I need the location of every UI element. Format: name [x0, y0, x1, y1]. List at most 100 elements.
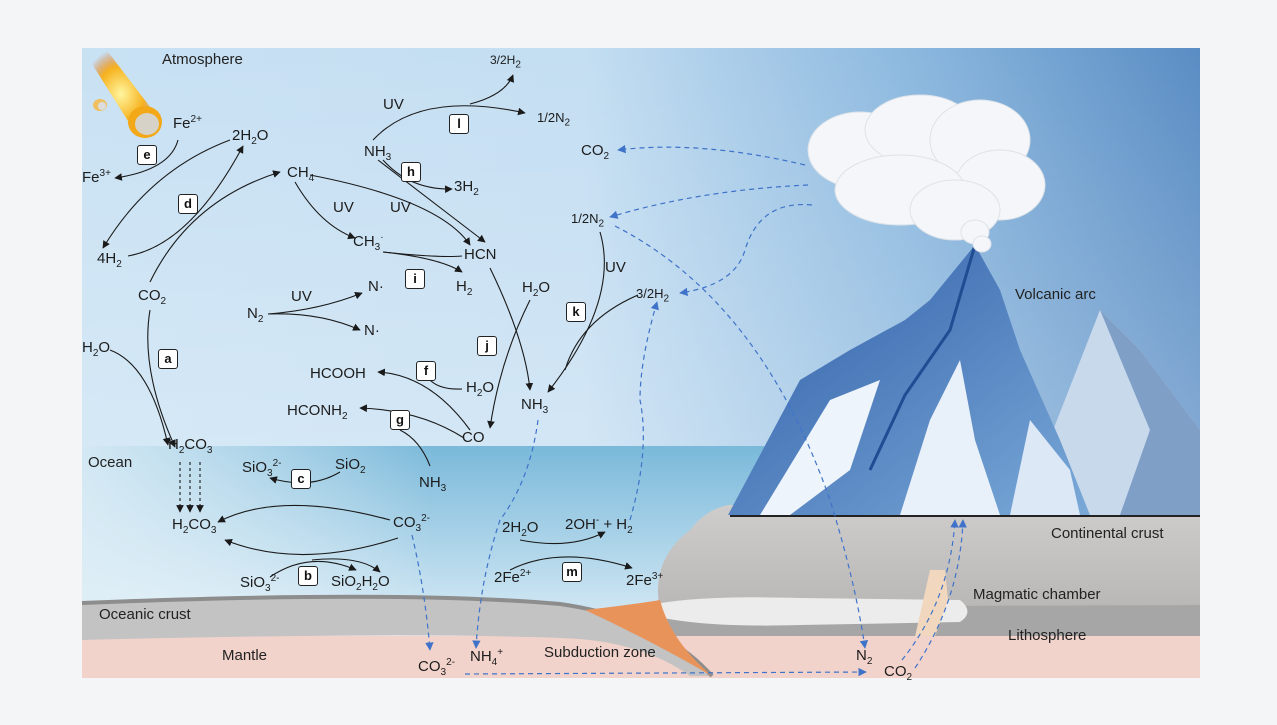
- arrow-n2-n1: [267, 292, 363, 315]
- meteor-icon: [82, 48, 162, 140]
- species-nh3-g: NH3: [419, 474, 447, 494]
- oceanic-crust-shape: [82, 596, 712, 676]
- region-subduction-zone: Subduction zone: [544, 644, 656, 661]
- species-ch3-radical: CH3·: [353, 232, 384, 253]
- arrow-ch4-ch3: [294, 181, 356, 240]
- uv-label-ch3: UV: [333, 199, 354, 216]
- region-oceanic-crust: Oceanic crust: [99, 606, 191, 623]
- species-co3-ocean: CO32-: [393, 513, 430, 534]
- reaction-label-j: j: [477, 336, 497, 356]
- species-nh3-h: NH3: [364, 143, 392, 163]
- reaction-label-l: l: [449, 114, 469, 134]
- magma-conduit: [912, 570, 948, 650]
- reaction-label-i: i: [405, 269, 425, 289]
- reaction-label-g: g: [390, 410, 410, 430]
- magmatic-chamber-shape: [650, 597, 968, 626]
- arrow-g: [359, 404, 465, 439]
- species-co2-top: CO2: [581, 142, 610, 162]
- arrow-co2-volcano2: [914, 519, 967, 669]
- continental-crust-shape: [658, 505, 1200, 610]
- region-atmosphere: Atmosphere: [162, 51, 243, 68]
- reaction-label-a: a: [158, 349, 178, 369]
- arrow-f: [377, 368, 471, 431]
- arrow-nh3-3h2: [382, 159, 453, 194]
- species-2oh-h2: 2OH- + H2: [565, 515, 633, 536]
- reaction-label-m: m: [562, 562, 582, 582]
- species-2h2o: 2H2O: [232, 127, 269, 147]
- species-nh3-mid: NH3: [521, 396, 549, 416]
- arrow-a1: [147, 309, 176, 448]
- arrow-n2-mantle: [614, 225, 869, 649]
- arrow-fe-h2: [629, 301, 659, 521]
- species-hcooh: HCOOH: [310, 365, 366, 382]
- arrow-k2: [564, 294, 639, 371]
- reaction-label-h: h: [401, 162, 421, 182]
- species-3-2h2-top: 3/2H2: [490, 53, 521, 71]
- region-ocean: Ocean: [88, 454, 133, 471]
- arrow-n2-n2: [267, 313, 361, 331]
- species-ch4: CH4: [287, 164, 315, 184]
- arrow-k1: [547, 231, 605, 393]
- arrow-j2: [487, 299, 531, 429]
- transport-arrows: [411, 144, 967, 677]
- arrow-co3-mantle: [411, 534, 434, 651]
- arrow-b2: [269, 560, 357, 578]
- arrow-c1: [217, 504, 391, 523]
- arrow-ch4-hcn: [309, 174, 471, 246]
- arrow-m1: [509, 556, 633, 571]
- species-hconh2: HCONH2: [287, 402, 348, 422]
- species-h2co3-atm: H2CO3: [168, 436, 213, 456]
- species-2fe3: 2Fe3+: [626, 571, 664, 589]
- species-h2o-f: H2O: [466, 379, 495, 399]
- uv-label-h: UV: [390, 199, 411, 216]
- species-co2-mantle: CO2: [884, 663, 913, 683]
- uv-label-k: UV: [605, 259, 626, 276]
- volcano-snow-3: [1010, 420, 1080, 515]
- arrow-l: [372, 105, 526, 141]
- arrow-j1: [489, 267, 534, 391]
- species-fe2: Fe2+: [173, 114, 202, 132]
- reaction-label-e: e: [137, 145, 157, 165]
- arrow-f-h2o: [429, 379, 463, 390]
- volcanic-cloud: [807, 94, 1046, 253]
- species-n-radical-2: N·: [364, 322, 380, 339]
- reaction-arrows: [102, 74, 639, 578]
- species-2h2o-m: 2H2O: [502, 519, 539, 539]
- arrow-mantle-n2: [464, 667, 867, 677]
- species-n-radical-1: N·: [368, 278, 384, 295]
- species-n2-mantle: N2: [856, 647, 873, 667]
- region-mantle: Mantle: [222, 647, 268, 664]
- species-sio3-b: SiO32-: [240, 573, 280, 594]
- reaction-label-k: k: [566, 302, 586, 322]
- species-hcn: HCN: [464, 246, 497, 263]
- arrow-b3: [311, 558, 381, 573]
- uv-label-n2: UV: [291, 288, 312, 305]
- arrow-a2: [109, 349, 171, 446]
- arrow-co2-ch4: [149, 170, 281, 283]
- species-h2co3-ocean: H2CO3: [172, 516, 217, 536]
- arrow-co2-volcano1: [901, 519, 959, 661]
- region-lithosphere: Lithosphere: [1008, 627, 1087, 644]
- arrow-cloud-h2: [679, 203, 813, 297]
- arrow-b1: [224, 537, 399, 556]
- arrow-d1: [102, 139, 231, 249]
- region-magmatic-chamber: Magmatic chamber: [973, 586, 1101, 603]
- species-fe3: Fe3+: [82, 168, 111, 186]
- species-nh4: NH4+: [470, 647, 504, 668]
- volcano-back-shade: [1100, 310, 1200, 515]
- uv-label-l: UV: [383, 96, 404, 113]
- species-co3-mantle: CO32-: [418, 657, 455, 678]
- species-3h2: 3H2: [454, 178, 479, 198]
- arrow-l-h2: [469, 74, 514, 105]
- species-sio2-c: SiO2: [335, 456, 366, 476]
- arrow-nh3-nh4: [472, 419, 539, 649]
- species-h2o-j: H2O: [522, 279, 551, 299]
- arrow-e: [114, 139, 179, 181]
- species-n2-left: N2: [247, 305, 264, 325]
- arrow-g-nh3: [399, 429, 431, 467]
- volcano-ridge: [868, 244, 977, 471]
- volcano-snow-1: [760, 380, 880, 515]
- reaction-label-b: b: [298, 566, 318, 586]
- arrow-m2: [519, 531, 606, 545]
